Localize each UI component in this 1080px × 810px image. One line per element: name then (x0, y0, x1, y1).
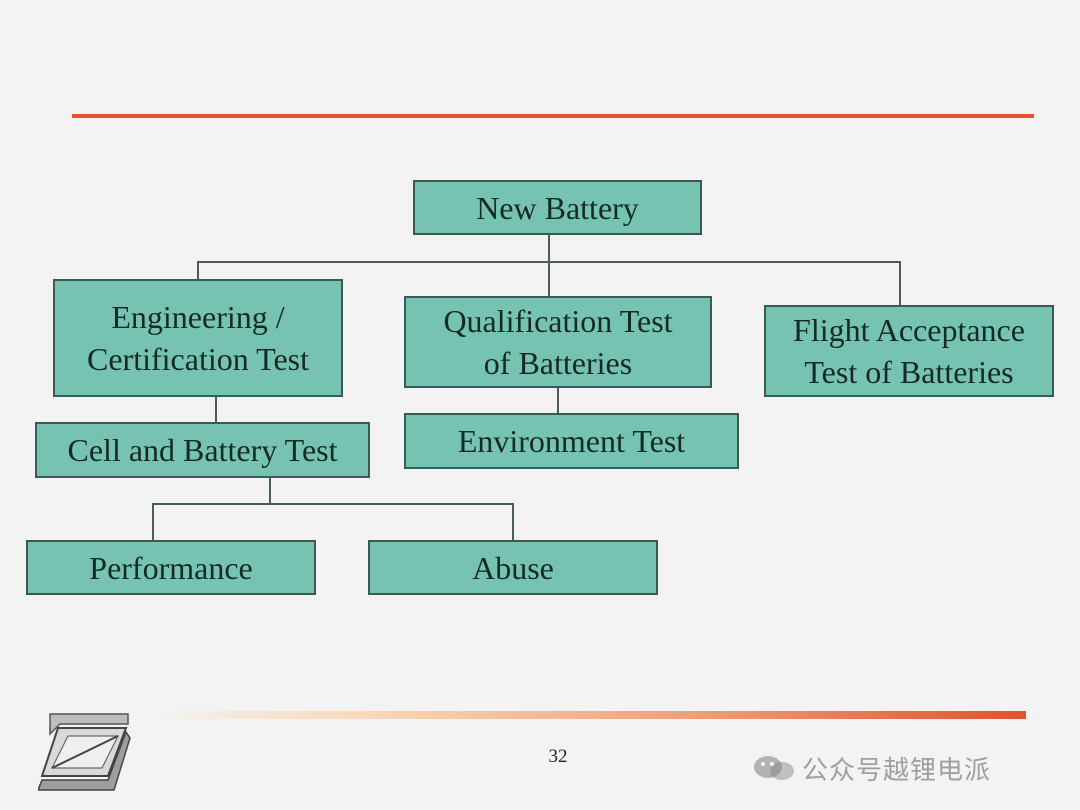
connector-to-qualification (548, 261, 550, 297)
top-accent-line (72, 114, 1034, 118)
node-cell-and-battery-test: Cell and Battery Test (35, 422, 370, 478)
wechat-icon (754, 756, 794, 780)
connector-to-flight (899, 261, 901, 306)
connector-cell-down (269, 477, 271, 504)
node-new-battery: New Battery (413, 180, 702, 235)
watermark: 公众号越锂电派 (752, 748, 991, 788)
node-label: Cell and Battery Test (67, 432, 338, 468)
connector-to-abuse (512, 503, 514, 541)
node-label: Performance (89, 549, 253, 586)
node-label: Flight Acceptance Test of Batteries (793, 312, 1025, 390)
connector-leaf-bar (152, 503, 514, 505)
connector-to-engineering (197, 261, 199, 280)
node-engineering-certification-test: Engineering / Certification Test (53, 279, 343, 397)
connector-to-performance (152, 503, 154, 541)
bottom-accent-line (150, 711, 1026, 719)
connector-engineering-to-cell (215, 396, 217, 423)
watermark-text: 公众号越锂电派 (802, 755, 992, 786)
node-environment-test: Environment Test (404, 413, 739, 469)
connector-root-down (548, 234, 550, 262)
slide-logo-icon (38, 713, 131, 791)
connector-qualification-to-environment (557, 387, 559, 414)
node-label: New Battery (476, 189, 639, 226)
node-flight-acceptance-test: Flight Acceptance Test of Batteries (764, 305, 1054, 397)
node-label: Environment Test (457, 423, 686, 459)
node-abuse: Abuse (368, 540, 658, 595)
node-qualification-test: Qualification Test of Batteries (404, 296, 712, 388)
node-label: Qualification Test of Batteries (443, 303, 673, 381)
node-performance: Performance (26, 540, 316, 595)
page-number: 32 (548, 746, 568, 767)
node-label: Engineering / Certification Test (87, 299, 309, 377)
node-label: Abuse (472, 549, 554, 586)
